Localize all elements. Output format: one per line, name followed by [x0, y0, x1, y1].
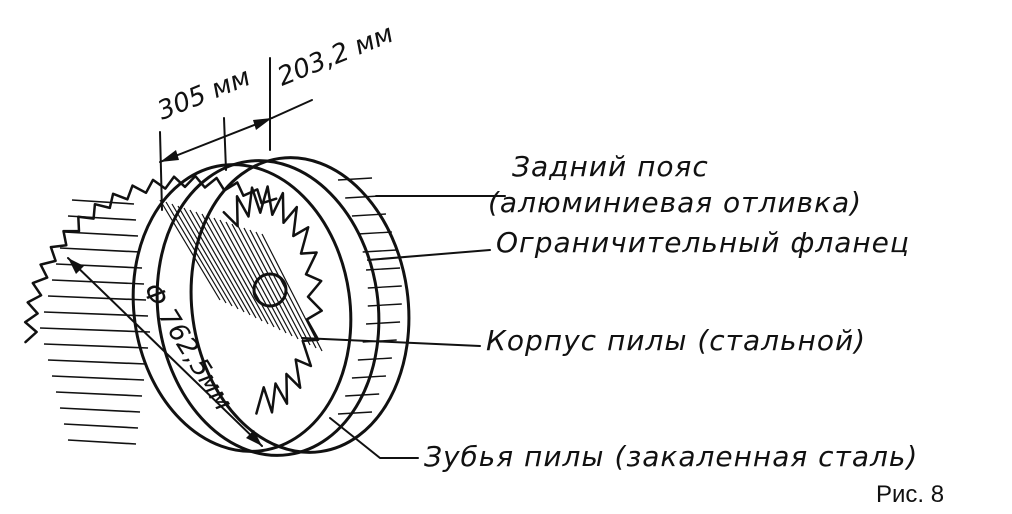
leader-saw-body: [301, 337, 481, 347]
body-hatch-line: [67, 439, 137, 445]
limiting-flange-rim: [155, 159, 381, 457]
leader-saw-teeth: [329, 417, 419, 459]
face-hatching: [159, 199, 323, 352]
dimension-203-label: 203,2 мм: [273, 19, 397, 92]
label-saw-teeth: Зубья пилы (закаленная сталь): [424, 440, 918, 473]
face-hatch-line: [171, 203, 233, 307]
face-hatch-line: [249, 229, 311, 346]
body-hatch-line: [51, 375, 145, 381]
label-saw-body: Корпус пилы (стальной): [486, 324, 866, 357]
face-hatch-line: [237, 225, 299, 340]
rim-hatch-line: [367, 303, 402, 307]
figure-caption: Рис. 8: [876, 481, 944, 508]
face-hatch-line: [261, 233, 323, 352]
width-arrow-left: [160, 150, 179, 162]
width-arrow-right: [253, 118, 272, 130]
diameter-arrow-top: [68, 258, 84, 274]
saw-teeth-outline: [23, 174, 278, 344]
rim-hatch-line: [366, 267, 401, 271]
body-hatch-line: [59, 407, 141, 413]
extension-line-mid: [223, 117, 227, 171]
face-hatch-line: [159, 199, 221, 301]
extension-line-left: [159, 131, 163, 211]
body-hatch-line: [55, 391, 143, 397]
dimension-305-label: 305 мм: [153, 62, 254, 126]
rim-hatch-line: [345, 195, 380, 199]
face-hatch-line: [201, 213, 263, 322]
inner-teeth-edge: [222, 185, 323, 415]
face-hatch-line: [231, 223, 293, 337]
rim-hatch-line: [351, 213, 386, 217]
rim-hatch-line: [367, 285, 402, 289]
body-hatch-line: [43, 311, 149, 317]
label-rear-belt-line1: Задний пояс: [512, 150, 709, 183]
face-hatch-line: [243, 227, 305, 343]
label-flange: Ограничительный фланец: [496, 226, 910, 259]
body-hatch-line: [47, 359, 147, 365]
face-hatch-line: [189, 209, 251, 316]
rim-hatch-line: [366, 321, 401, 325]
rim-hatch-line: [362, 249, 397, 253]
face-hatch-line: [195, 211, 257, 319]
label-rear-belt-line2: (алюминиевая отливка): [488, 186, 862, 219]
hub-hole: [252, 272, 288, 308]
face-hatch-line: [219, 219, 281, 331]
body-hatch-line: [59, 247, 141, 253]
face-hatch-line: [183, 207, 245, 313]
rear-belt-rim: [189, 156, 411, 454]
width-dimension-line: [159, 117, 273, 163]
diameter-dimension-line: [67, 257, 263, 447]
body-hatch-line: [63, 231, 139, 237]
face-hatch-line: [165, 201, 227, 304]
rim-hatch-line: [337, 411, 373, 415]
face-hatch-line: [207, 215, 269, 325]
rim-hatch-line: [351, 375, 386, 379]
body-hatch-line: [43, 343, 149, 349]
face-hatch-line: [225, 221, 287, 334]
width-dimension-line-ext: [271, 99, 313, 119]
face-hatch-line: [177, 205, 239, 310]
rim-hatch-line: [357, 231, 392, 235]
body-hatch-line: [51, 279, 145, 285]
body-hatch-line: [71, 199, 135, 205]
body-hatch-line: [55, 263, 143, 269]
rim-hatch-line: [337, 177, 373, 181]
diameter-arrow-bottom: [246, 430, 262, 446]
body-hatch-line: [63, 423, 139, 429]
rim-hatch-line: [345, 393, 380, 397]
body-hatch-line: [39, 327, 151, 333]
rim-hatch-line: [357, 357, 392, 361]
leader-flange: [367, 249, 491, 261]
body-hatch-line: [47, 295, 147, 301]
face-hatch-line: [213, 217, 275, 328]
